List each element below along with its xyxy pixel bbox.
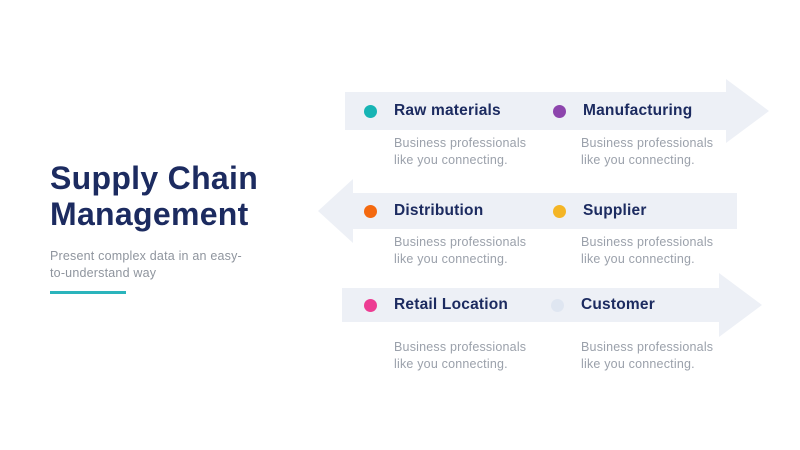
page-subtitle-line-1: Present complex data in an easy- — [50, 249, 242, 263]
step-description-line: Business professionals — [394, 340, 527, 354]
step-dot-pale-icon — [551, 298, 564, 312]
step-description-line: like you connecting. — [394, 357, 508, 371]
step-dot-pink-icon — [364, 298, 377, 312]
step-label: Manufacturing — [583, 102, 693, 119]
intro-block: Supply Chain Management Present complex … — [50, 160, 300, 282]
step-description-line: like you connecting. — [581, 153, 695, 167]
step-description-line: Business professionals — [581, 235, 714, 249]
step-supplier: Supplier — [553, 202, 647, 220]
page-subtitle: Present complex data in an easy- to-unde… — [50, 248, 300, 282]
step-label: Raw materials — [394, 102, 501, 119]
step-dot-yellow-icon — [553, 204, 566, 218]
accent-divider — [50, 291, 126, 294]
step-customer: Customer — [551, 296, 655, 314]
step-label: Customer — [581, 296, 655, 313]
step-description: Business professionals like you connecti… — [581, 234, 713, 268]
step-description-line: like you connecting. — [394, 252, 508, 266]
step-dot-teal-icon — [364, 104, 377, 118]
step-description: Business professionals like you connecti… — [394, 135, 526, 169]
step-label: Supplier — [583, 202, 647, 219]
step-retail-location: Retail Location — [364, 296, 508, 314]
page-subtitle-line-2: to-understand way — [50, 266, 157, 280]
page-title-line-2: Management — [50, 196, 249, 232]
step-description-line: Business professionals — [394, 235, 527, 249]
step-description: Business professionals like you connecti… — [394, 339, 526, 373]
step-label: Distribution — [394, 202, 484, 219]
step-description-line: like you connecting. — [394, 153, 508, 167]
step-description-line: Business professionals — [581, 136, 714, 150]
step-description-line: like you connecting. — [581, 357, 695, 371]
step-description-line: Business professionals — [394, 136, 527, 150]
step-description: Business professionals like you connecti… — [394, 234, 526, 268]
step-description-line: like you connecting. — [581, 252, 695, 266]
step-description: Business professionals like you connecti… — [581, 135, 713, 169]
step-raw-materials: Raw materials — [364, 102, 501, 120]
step-manufacturing: Manufacturing — [553, 102, 692, 120]
step-distribution: Distribution — [364, 202, 483, 220]
step-description-line: Business professionals — [581, 340, 714, 354]
step-dot-purple-icon — [553, 104, 566, 118]
step-label: Retail Location — [394, 296, 509, 313]
page-title-line-1: Supply Chain — [50, 160, 259, 196]
page-title: Supply Chain Management — [50, 160, 300, 232]
step-description: Business professionals like you connecti… — [581, 339, 713, 373]
step-dot-orange-icon — [364, 204, 377, 218]
